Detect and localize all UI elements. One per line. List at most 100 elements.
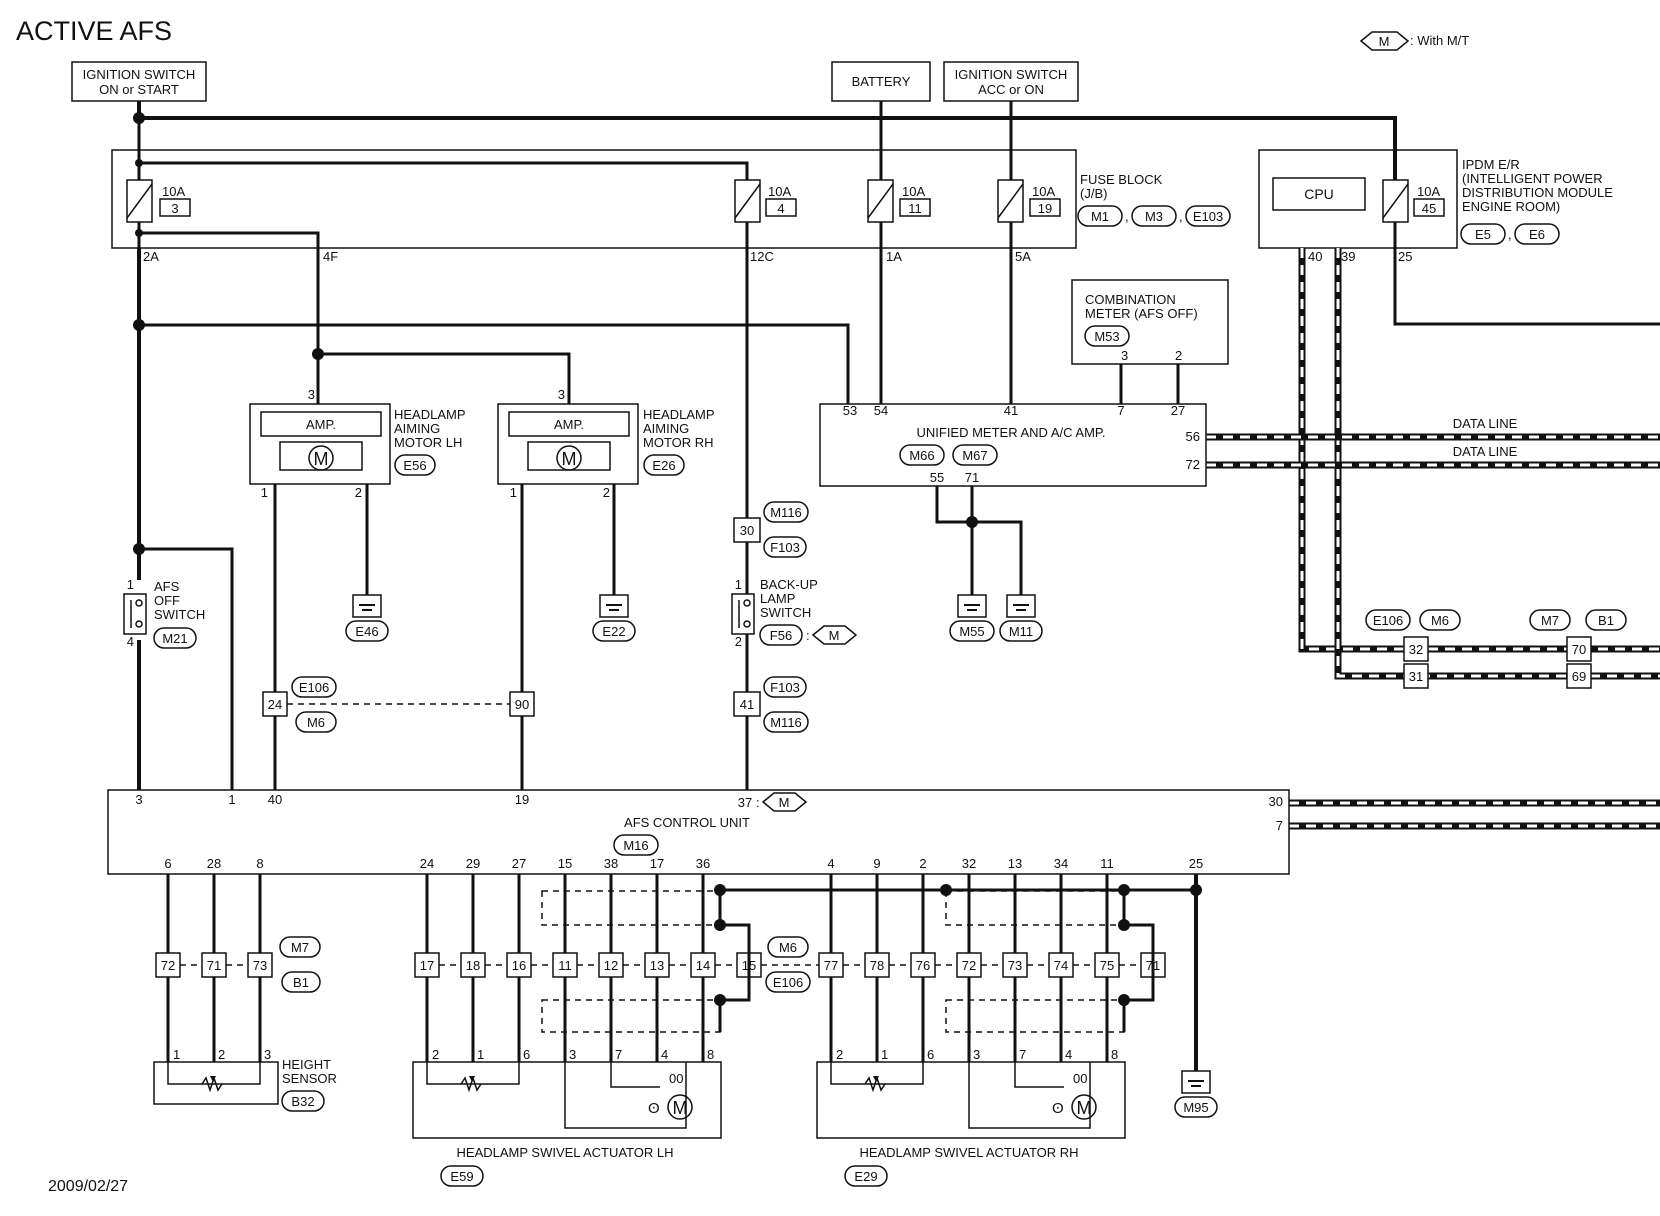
back-up-lamp-switch: 1 2 BACK-UP LAMP SWITCH F56 : M: [731, 577, 858, 649]
svg-text:1: 1: [735, 577, 742, 592]
afs-bottom-pin-8: 8: [256, 856, 263, 871]
ipdm-label: IPDM E/R: [1462, 157, 1520, 172]
afs-bottom-pin-34: 34: [1054, 856, 1068, 871]
svg-text:M11: M11: [1009, 624, 1033, 639]
svg-text:1: 1: [261, 485, 268, 500]
svg-text:HEADLAMP SWIVEL ACTUATOR LH: HEADLAMP SWIVEL ACTUATOR LH: [457, 1145, 674, 1160]
svg-text:1: 1: [173, 1047, 180, 1062]
svg-text:41: 41: [740, 697, 754, 712]
svg-text:SWITCH: SWITCH: [154, 607, 205, 622]
svg-text:30: 30: [740, 523, 754, 538]
svg-text:B32: B32: [291, 1094, 314, 1109]
junction-dot: [1118, 919, 1130, 931]
joint-pin-76: [910, 952, 936, 978]
joint-connector-f103-m116: 41 F103 M116: [733, 676, 809, 733]
svg-text:3: 3: [569, 1047, 576, 1062]
svg-text:39: 39: [1341, 249, 1355, 264]
joint-pin-label-11: 11: [558, 958, 572, 973]
legend-mt-text: : With M/T: [1410, 33, 1469, 48]
row-joint-connectors-height: M7 B1: [279, 936, 321, 993]
fuse-19: 10A 19: [997, 179, 1061, 223]
afs-bottom-pin-32: 32: [962, 856, 976, 871]
joint-pin-label-73: 73: [253, 958, 267, 973]
ipdm-pin-25-wire: [1393, 248, 1660, 326]
ground-m95: M95: [1174, 1070, 1218, 1118]
svg-text:7: 7: [615, 1047, 622, 1062]
motor-icon: M: [562, 449, 577, 469]
afs-off-switch: 1 4 AFS OFF SWITCH M21: [123, 577, 205, 649]
joint-connector-m7-b1-can: M7 B1 70 69: [1529, 609, 1627, 689]
joint-pin-label-14: 14: [696, 958, 710, 973]
svg-text:31: 31: [1409, 669, 1423, 684]
ipdm-cpu: CPU: [1304, 186, 1334, 202]
svg-text:8: 8: [707, 1047, 714, 1062]
legend-mt: M : With M/T: [1359, 31, 1469, 51]
svg-text:10A: 10A: [902, 184, 925, 199]
svg-text:M6: M6: [779, 940, 797, 955]
legend-mt-symbol: M: [1379, 34, 1390, 49]
joint-pin-label-18: 18: [466, 958, 480, 973]
svg-text:M7: M7: [291, 940, 309, 955]
joint-pin-78: [864, 952, 890, 978]
joint-pin-label-76: 76: [916, 958, 930, 973]
svg-text:25: 25: [1398, 249, 1412, 264]
svg-text:27: 27: [1171, 403, 1185, 418]
unified-meter-ac-amp: 53 54 41 7 27 UNIFIED METER AND A/C AMP.…: [819, 403, 1207, 487]
svg-text:M53: M53: [1094, 329, 1119, 344]
svg-text:E5: E5: [1475, 227, 1491, 242]
joint-pin-71: [201, 952, 227, 978]
svg-text:MOTOR RH: MOTOR RH: [643, 435, 714, 450]
svg-text:M: M: [779, 795, 790, 810]
headlamp-aiming-motor-rh: AMP. M 3 1 2 HEADLAMP AIMING MOTOR RH E2…: [497, 387, 715, 500]
svg-text:MOTOR LH: MOTOR LH: [394, 435, 462, 450]
svg-text:HEIGHT: HEIGHT: [282, 1057, 331, 1072]
joint-pin-18: [460, 952, 486, 978]
joint-pin-label-74: 74: [1054, 958, 1068, 973]
svg-text:BACK-UP: BACK-UP: [760, 577, 818, 592]
svg-text:3: 3: [264, 1047, 271, 1062]
svg-text:ENGINE ROOM): ENGINE ROOM): [1462, 199, 1560, 214]
fuse-3: 10A 3: [126, 179, 191, 223]
svg-text:M16: M16: [623, 838, 648, 853]
svg-text:1: 1: [881, 1047, 888, 1062]
svg-text:LAMP: LAMP: [760, 591, 795, 606]
can-data-lines: DATA LINE DATA LINE: [1206, 248, 1660, 830]
svg-text:M66: M66: [909, 448, 934, 463]
power-wires: [133, 101, 1397, 180]
joint-connector-e106-m6-can: E106 M6 32 31: [1365, 609, 1461, 689]
svg-text:1: 1: [477, 1047, 484, 1062]
joint-pin-label-72: 72: [962, 958, 976, 973]
svg-text:8: 8: [1111, 1047, 1118, 1062]
svg-text:2: 2: [603, 485, 610, 500]
headlamp-aiming-motor-lh: AMP. M 3 1 2 HEADLAMP AIMING MOTOR LH E5…: [249, 387, 466, 500]
combination-meter: COMBINATION METER (AFS OFF) M53 3 2: [1071, 279, 1229, 365]
svg-text:,: ,: [1508, 227, 1512, 242]
svg-text:10A: 10A: [768, 184, 791, 199]
svg-text:AMP.: AMP.: [554, 417, 584, 432]
ground-e22: E22: [592, 594, 636, 642]
battery-source: BATTERY: [831, 61, 931, 102]
svg-text:B1: B1: [293, 975, 309, 990]
svg-text:40: 40: [268, 792, 282, 807]
svg-text:HEADLAMP: HEADLAMP: [394, 407, 466, 422]
data-line-label-1: DATA LINE: [1453, 416, 1518, 431]
joint-connector-e106-m6: 24 90 E106 M6: [262, 676, 535, 733]
svg-text:,: ,: [1125, 209, 1129, 224]
shield-rh-lower: [945, 999, 1125, 1033]
height-sensor: 1 2 3 HEIGHT SENSOR B32: [153, 1047, 337, 1112]
svg-text:AIMING: AIMING: [394, 421, 440, 436]
afs-bottom-pin-38: 38: [604, 856, 618, 871]
joint-pin-label-13: 13: [650, 958, 664, 973]
svg-text:E46: E46: [355, 624, 378, 639]
afs-bottom-pin-2: 2: [919, 856, 926, 871]
svg-text:F103: F103: [770, 680, 800, 695]
svg-text:HEADLAMP SWIVEL ACTUATOR RH: HEADLAMP SWIVEL ACTUATOR RH: [859, 1145, 1078, 1160]
afs-bottom-pin-25: 25: [1189, 856, 1203, 871]
svg-text:37: 37: [738, 795, 752, 810]
svg-text:30: 30: [1269, 794, 1283, 809]
svg-text:10A: 10A: [1032, 184, 1055, 199]
diagram-date: 2009/02/27: [48, 1178, 128, 1195]
motor-icon: M: [1077, 1098, 1092, 1118]
unified-meter-wires: [879, 248, 1023, 595]
